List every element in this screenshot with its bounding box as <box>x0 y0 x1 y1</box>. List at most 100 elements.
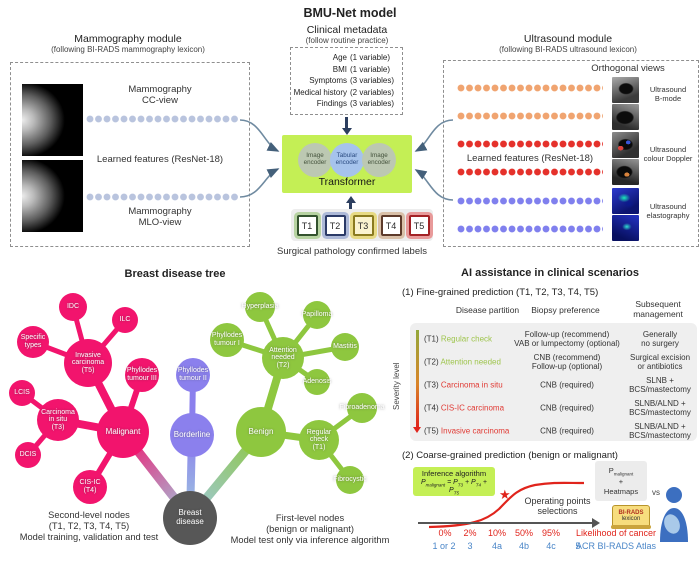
tree-node-fibrocystic: Fibrocystic <box>333 466 367 494</box>
mammography-mlo-label: Mammography MLO-view <box>128 206 192 228</box>
tree-node-label: Fibroadenoma <box>339 404 385 412</box>
tree-node-regular-check-t1: Regular check (T1) <box>299 420 339 460</box>
row-name: Invasive carcinoma <box>440 425 510 435</box>
inference-formula: Pmalignant = PT3 + PT4 + PT5 <box>416 479 492 496</box>
tree-node-hyperplasia: Hyperplasia <box>242 292 278 322</box>
row-name: Carcinoma in situ <box>440 380 503 390</box>
mammography-mlo-feature-dots <box>86 193 238 201</box>
ultrasound-doppler-image-2 <box>612 159 639 185</box>
tree-node-lcis: LCIS <box>9 380 35 406</box>
label-t3: T3 <box>352 215 374 236</box>
tree-caption-first-level: First-level nodes (benign or malignant) … <box>230 513 390 546</box>
row-tag: (T3) <box>424 380 439 390</box>
birads-tick: 4a <box>491 541 502 551</box>
percent-tick: 50% <box>514 528 533 538</box>
ultrasound-module-box <box>443 60 699 247</box>
mammography-cc-label: Mammography CC-view <box>128 84 192 106</box>
ultrasound-bmode-image-1 <box>612 77 639 103</box>
cell-management: SLNB + BCS/mastectomy <box>629 375 691 394</box>
birads-tick: 4b <box>518 541 529 551</box>
cell-management: Surgical excision or antibiotics <box>629 352 691 371</box>
tree-node-label: IDC <box>66 303 80 311</box>
output-sub: malignant <box>613 471 634 477</box>
doppler-feature-dots-1 <box>457 140 603 148</box>
module-to-transformer-arrows <box>239 119 454 201</box>
tree-node-label: Phyllodes tumour I <box>211 332 243 347</box>
bmode-label: Ultrasound B-mode <box>649 85 687 103</box>
cell-biopsy: Follow-up (recommend) VAB or lumpectomy … <box>514 329 620 348</box>
clinical-row: Symptoms (3 variables) <box>291 75 402 87</box>
tree-node-label: Phyllodes tumour III <box>126 367 158 382</box>
likelihood-axis-arrow-icon <box>592 518 600 528</box>
tree-node-label: Malignant <box>105 426 141 436</box>
tree-node-attention-needed-t2: Attention needed (T2) <box>262 337 304 379</box>
clinical-row: BMI (1 variable) <box>291 64 402 76</box>
ultrasound-elastography-image-1 <box>612 188 639 214</box>
clinical-row-value: (1 variable) <box>350 53 391 62</box>
tree-node-label: Fibrocystic <box>333 476 367 484</box>
row-tag: (T1) <box>424 333 439 343</box>
tree-node-mastitis: Mastitis <box>331 333 359 361</box>
coarse-grained-title: (2) Coarse-grained prediction (benign or… <box>402 450 618 461</box>
ultrasound-bmode-image-2 <box>612 104 639 130</box>
clinical-row-value: (1 variable) <box>350 64 391 74</box>
formula-part: = P <box>445 479 458 486</box>
output-plus: + <box>618 477 624 487</box>
formula-part: + P <box>463 479 476 486</box>
tabular-encoder: Tabular encoder <box>330 143 364 177</box>
image-encoder-right: Image encoder <box>362 143 396 177</box>
tree-node-benign: Benign <box>236 407 286 457</box>
transformer-label: Transformer <box>318 176 376 188</box>
figure-title: BMU-Net model <box>303 6 397 20</box>
percent-tick: 0% <box>438 528 452 538</box>
tree-node-label: Papilloma <box>301 311 333 319</box>
tree-node-papilloma: Papilloma <box>302 301 332 329</box>
elastography-feature-dots-1 <box>457 197 603 205</box>
mammogram-cc-image <box>22 84 83 156</box>
col-header-biopsy-preference: Biopsy preference <box>531 305 600 315</box>
tree-node-label: Regular check (T1) <box>306 428 332 451</box>
birads-tick: 4c <box>546 541 556 551</box>
percent-tick: 10% <box>487 528 506 538</box>
table-row: (T5) Invasive carcinoma CNB (required) S… <box>0 420 700 441</box>
likelihood-axis <box>418 522 594 524</box>
clinical-row-label: Age <box>332 53 347 62</box>
col-header-subsequent-management: Subsequent management <box>633 299 683 319</box>
severity-gradient-arrow <box>416 330 419 428</box>
tree-node-label: Hyperplasia <box>241 303 279 311</box>
tree-node-label: Carcinoma in situ (T3) <box>41 408 75 431</box>
ultrasound-features-label: Learned features (ResNet-18) <box>466 153 594 164</box>
operating-point-star-icon: ★ <box>499 487 511 502</box>
tree-node-specific-types: Specific types <box>17 326 49 358</box>
formula-sub: T3 <box>457 482 464 488</box>
inference-algorithm-title: Inference algorithm <box>421 469 487 478</box>
orthogonal-views-label: Orthogonal views <box>591 63 665 74</box>
mammography-module-subtitle: (following BI-RADS mammography lexicon) <box>51 45 205 54</box>
tree-node-label: Breast disease <box>176 508 204 526</box>
cell-management: SLNB/ALND + BCS/mastectomy <box>629 421 691 440</box>
operating-points-label: Operating points selections <box>524 496 591 516</box>
mammography-module-title: Mammography module <box>74 33 182 45</box>
output-heatmaps: Heatmaps <box>603 486 639 496</box>
tree-node-adenosis: Adenosis <box>303 369 331 395</box>
model-output-box: Pmalignant + Heatmaps <box>595 461 647 501</box>
fine-grained-table <box>410 323 697 441</box>
label-t2: T2 <box>324 215 346 236</box>
clinical-row-label: Findings <box>316 99 347 108</box>
tree-node-phyllodes-iii: Phyllodes tumour III <box>125 358 159 392</box>
bmode-feature-dots-2 <box>457 112 603 120</box>
row-name: CIS-IC carcinoma <box>440 403 505 413</box>
pathology-labels-caption: Surgical pathology confirmed labels <box>277 246 427 257</box>
tree-node-breast-disease-root: Breast disease <box>163 491 217 545</box>
cell-management: Generally no surgery <box>641 329 679 348</box>
labels-to-transformer-arrow <box>349 202 352 210</box>
formula-sub: T5 <box>453 490 459 496</box>
tree-node-malignant: Malignant <box>97 406 149 458</box>
cell-biopsy: CNB (required) <box>540 403 594 413</box>
col-header-disease-partition: Disease partition <box>455 305 520 315</box>
tree-node-cis-ic-t4: CIS-IC (T4) <box>73 470 107 504</box>
likelihood-of-cancer-label: Likelihood of cancer <box>575 528 657 538</box>
clinical-row-value: (3 variables) <box>350 99 395 108</box>
doppler-label: Ultrasound colour Doppler <box>643 145 693 163</box>
